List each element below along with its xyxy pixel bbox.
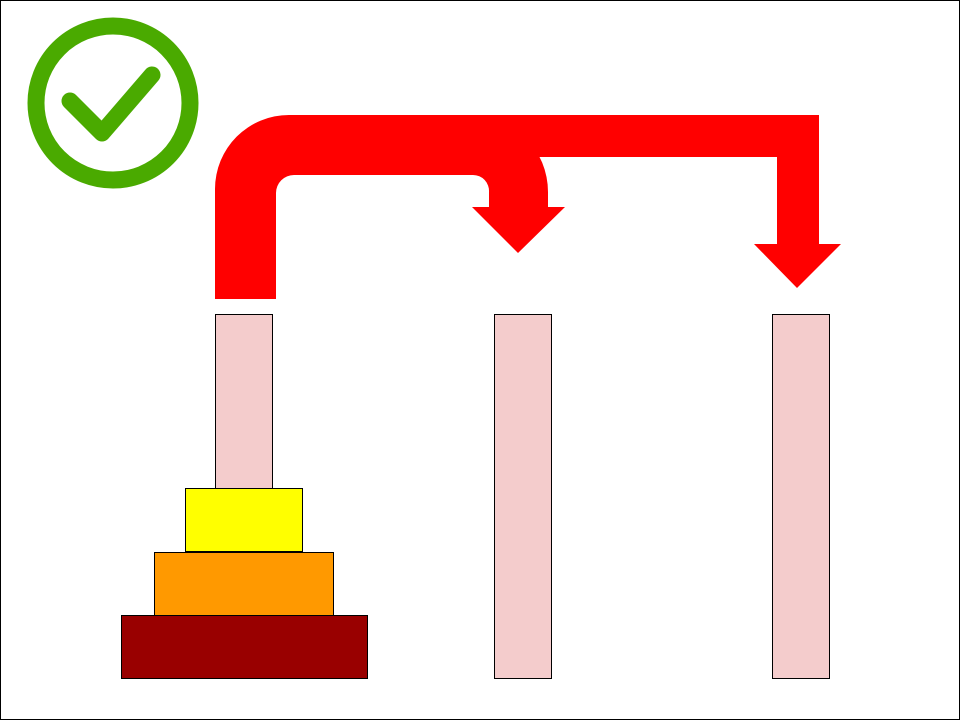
- peg-middle[interactable]: [494, 314, 552, 679]
- checkmark-circle-icon: [27, 17, 199, 189]
- disk-medium[interactable]: [154, 552, 334, 616]
- move-arrow-peg-3[interactable]: [471, 115, 841, 288]
- check-mark: [61, 66, 161, 142]
- move-arrow-peg-2[interactable]: [215, 115, 565, 299]
- check-ring: [27, 17, 199, 189]
- disk-large[interactable]: [121, 615, 368, 679]
- peg-right[interactable]: [772, 314, 830, 679]
- disk-small[interactable]: [185, 488, 303, 552]
